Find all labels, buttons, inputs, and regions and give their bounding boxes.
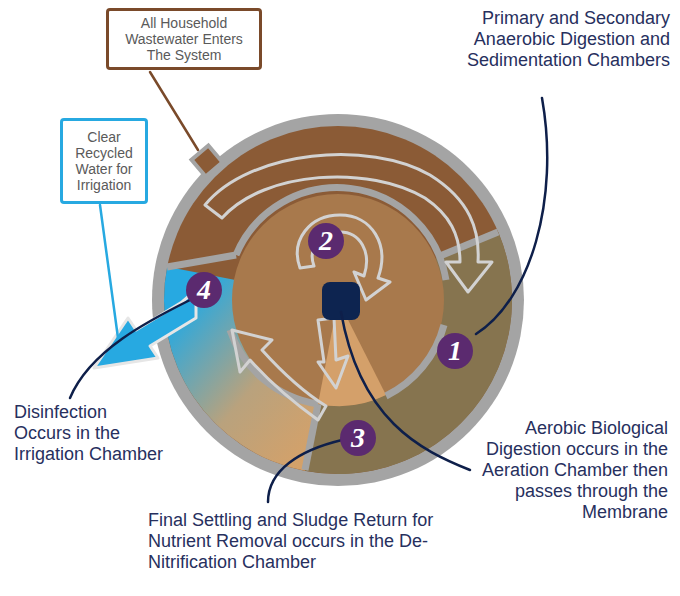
chamber-wall <box>236 188 446 280</box>
box-text: All Household Wastewater Enters The Syst… <box>114 15 254 63</box>
annotation-label: Final Settling and Sludge Return for Nut… <box>148 510 488 573</box>
annotation-label: Disinfection Occurs in the Irrigation Ch… <box>14 402 164 465</box>
leader-line <box>150 72 198 150</box>
chamber-wall <box>167 255 236 267</box>
inlet-pipe <box>192 146 223 177</box>
callout-number: 4 <box>186 272 222 308</box>
callout-circle <box>308 223 344 259</box>
flow-arrow <box>232 330 326 420</box>
annotation-label: Aerobic Biological Digestion occurs in t… <box>478 418 668 523</box>
flow-arrows <box>205 155 492 420</box>
callout-number: 2 <box>308 223 344 259</box>
inlet-box: All Household Wastewater Enters The Syst… <box>106 8 262 70</box>
chamber-wall <box>386 325 444 396</box>
leader-line <box>268 440 342 502</box>
outlet-box: Clear Recycled Water for Irrigation <box>60 118 148 204</box>
outlet-arrow <box>94 290 196 368</box>
callout-number: 4 <box>186 272 222 308</box>
flow-arrow <box>205 155 492 292</box>
callout-circle <box>186 272 222 308</box>
callout-number: 1 <box>437 333 473 369</box>
chamber-walls <box>167 188 498 470</box>
callout-number: 3 <box>340 420 376 456</box>
annotation-label: Primary and Secondary Anaerobic Digestio… <box>424 8 670 71</box>
chamber-wall <box>440 232 498 256</box>
leader-line <box>476 98 547 334</box>
callout-number: 1 <box>437 333 473 369</box>
callout-number: 2 <box>308 223 344 259</box>
tank-shell <box>152 114 524 486</box>
callout-circle <box>340 420 376 456</box>
box-text: Clear Recycled Water for Irrigation <box>68 129 140 193</box>
callout-circle <box>437 333 473 369</box>
anaerobic-chamber <box>164 126 512 474</box>
leader-line <box>70 300 190 398</box>
leader-line <box>100 205 118 338</box>
callout-number: 3 <box>340 420 376 456</box>
